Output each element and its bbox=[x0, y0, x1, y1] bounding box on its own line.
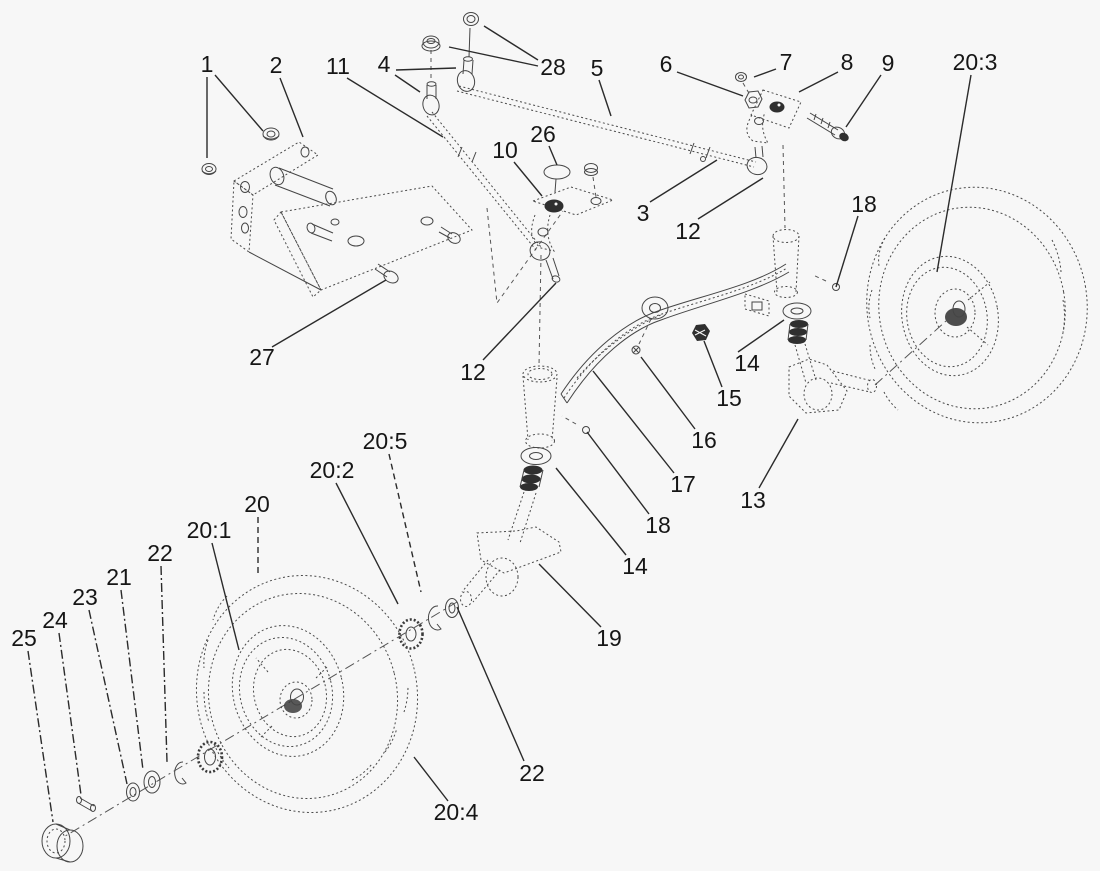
part-callout-13: 13 bbox=[740, 487, 766, 513]
leader-line-2 bbox=[279, 77, 304, 138]
part-callout-14: 14 bbox=[734, 350, 760, 376]
part-callout-1: 1 bbox=[201, 51, 214, 77]
leader-line-23 bbox=[88, 609, 128, 785]
leader-line-22 bbox=[160, 565, 168, 763]
leader-line-21 bbox=[120, 589, 144, 771]
part-callout-4: 4 bbox=[378, 51, 391, 77]
part-callout-28: 28 bbox=[540, 54, 566, 80]
flange-nut bbox=[262, 127, 280, 141]
left-wheel bbox=[195, 575, 419, 813]
part-callout-17: 17 bbox=[670, 471, 696, 497]
leader-line-27 bbox=[271, 279, 387, 348]
leader-line-26 bbox=[548, 145, 558, 166]
part-callout-26: 26 bbox=[530, 121, 556, 147]
part-callout-22: 22 bbox=[519, 760, 545, 786]
hub-hardware bbox=[41, 740, 224, 863]
leader-line-20:1 bbox=[211, 542, 240, 651]
leader-line-25 bbox=[27, 650, 54, 823]
leader-line-22 bbox=[456, 606, 525, 762]
part-callout-14: 14 bbox=[622, 553, 648, 579]
leader-line-13 bbox=[758, 418, 799, 489]
leader-line-24 bbox=[58, 632, 82, 796]
leader-line-20:5 bbox=[388, 453, 422, 593]
leader-line-8 bbox=[798, 71, 839, 93]
part-callout-20:3: 20:3 bbox=[953, 49, 998, 75]
part-callout-27: 27 bbox=[249, 344, 275, 370]
part-callout-12: 12 bbox=[675, 218, 701, 244]
leader-line-14 bbox=[737, 319, 785, 353]
leader-line-16 bbox=[640, 356, 696, 430]
leader-line-14 bbox=[555, 467, 627, 556]
part-callout-20: 20 bbox=[244, 491, 270, 517]
leader-line-4 bbox=[395, 67, 457, 71]
leader-line-11 bbox=[346, 77, 444, 138]
mount-bracket-assembly bbox=[201, 127, 473, 298]
leader-line-15 bbox=[703, 340, 723, 388]
part-callout-23: 23 bbox=[72, 584, 98, 610]
part-callout-3: 3 bbox=[637, 200, 650, 226]
leader-line-9 bbox=[845, 74, 882, 128]
part-callout-11: 11 bbox=[326, 53, 350, 79]
leader-line-20:4 bbox=[413, 756, 449, 802]
part-callout-25: 25 bbox=[11, 625, 37, 651]
part-callout-2: 2 bbox=[270, 52, 283, 78]
leader-line-5 bbox=[598, 79, 612, 117]
part-callout-20:2: 20:2 bbox=[310, 457, 355, 483]
part-callout-20:4: 20:4 bbox=[434, 799, 479, 825]
steering-arm-assembly bbox=[735, 72, 849, 229]
leader-line-12 bbox=[482, 282, 557, 361]
leader-line-6 bbox=[676, 71, 744, 97]
part-callout-24: 24 bbox=[42, 607, 68, 633]
part-callout-18: 18 bbox=[851, 191, 877, 217]
part-callout-10: 10 bbox=[492, 137, 518, 163]
part-callout-16: 16 bbox=[691, 427, 717, 453]
flange-nut bbox=[201, 163, 217, 175]
part-callout-8: 8 bbox=[841, 49, 854, 75]
leader-line-12 bbox=[697, 177, 764, 220]
leader-line-7 bbox=[753, 68, 777, 78]
leader-line-10 bbox=[513, 161, 543, 197]
axle-beam bbox=[560, 229, 840, 404]
leader-line-19 bbox=[538, 563, 602, 628]
leader-line-4 bbox=[394, 74, 421, 93]
tie-rod-assembly bbox=[421, 12, 768, 283]
part-callout-7: 7 bbox=[780, 49, 793, 75]
leader-line-20:3 bbox=[936, 74, 972, 273]
part-callout-6: 6 bbox=[660, 51, 673, 77]
leader-line-20:2 bbox=[335, 482, 399, 605]
leader-line-28 bbox=[483, 25, 539, 61]
leader-line-17 bbox=[592, 370, 675, 474]
part-callout-9: 9 bbox=[882, 50, 895, 76]
part-callout-5: 5 bbox=[591, 55, 604, 81]
leader-line-18 bbox=[835, 215, 859, 288]
part-callout-21: 21 bbox=[106, 564, 132, 590]
part-callout-15: 15 bbox=[716, 385, 742, 411]
leader-line-3 bbox=[649, 159, 718, 203]
leader-line-28 bbox=[448, 46, 539, 67]
part-callout-20:1: 20:1 bbox=[187, 517, 232, 543]
part-callout-18: 18 bbox=[645, 512, 671, 538]
part-callout-20:5: 20:5 bbox=[363, 428, 408, 454]
leader-line-18 bbox=[586, 431, 650, 515]
left-spindle bbox=[61, 365, 590, 839]
part-callout-22: 22 bbox=[147, 540, 173, 566]
part-callout-19: 19 bbox=[596, 625, 622, 651]
leader-line-1 bbox=[214, 74, 264, 132]
part-callout-12: 12 bbox=[460, 359, 486, 385]
right-spindle bbox=[782, 302, 947, 414]
